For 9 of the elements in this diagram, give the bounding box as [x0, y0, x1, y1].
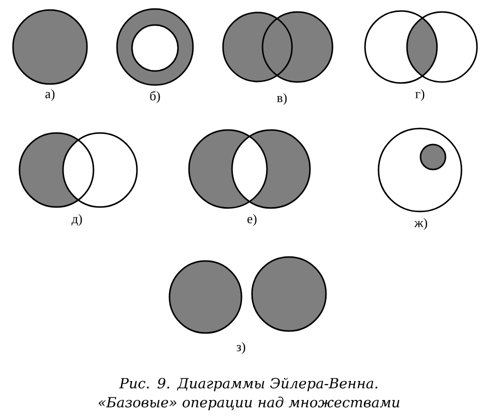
- panel-label: ж): [414, 218, 428, 230]
- panel-label: г): [415, 89, 424, 101]
- panel-label: в): [277, 93, 287, 105]
- panel-label: з): [236, 342, 246, 354]
- panel-label: б): [150, 90, 160, 104]
- panel-label: а): [45, 89, 54, 101]
- panel-label: е): [247, 214, 256, 226]
- panel-label: д): [72, 214, 82, 226]
- figure-caption: Рис. 9. Диаграммы Эйлера-Венна. «Базовые» операции над множествами: [98, 378, 400, 410]
